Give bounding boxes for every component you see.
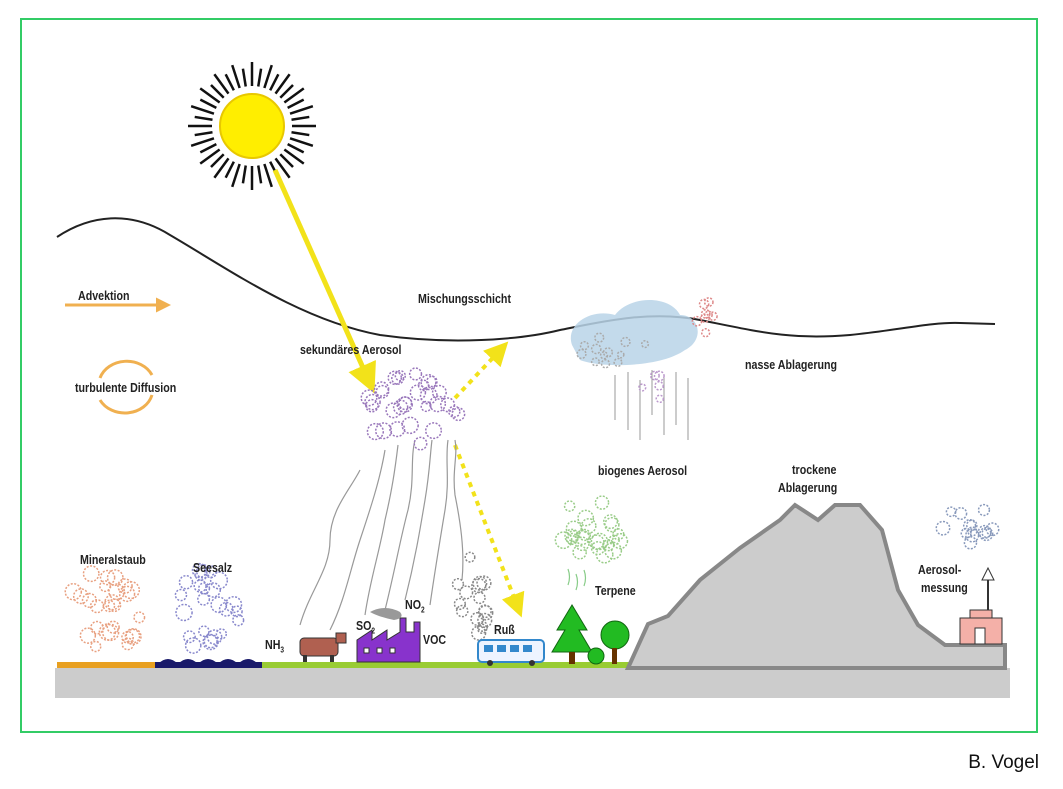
grass-strip [262, 662, 642, 668]
cloud-aerosol-red [691, 297, 718, 338]
mineral-dust-cluster [64, 565, 146, 653]
turbulent-diffusion-icon [98, 359, 154, 415]
cloud-icon [570, 300, 698, 366]
biogenic-aerosol-cluster [554, 495, 629, 564]
label-trockene: trockene [792, 462, 837, 477]
sea-strip [155, 662, 265, 668]
credit-text: B. Vogel [968, 752, 1039, 773]
bus-icon [477, 639, 545, 666]
factory-icon [356, 617, 421, 663]
diagram-frame [20, 18, 1038, 733]
label-terpene: Terpene [595, 583, 636, 598]
desert-strip [57, 662, 157, 668]
ground [55, 668, 1010, 698]
sea-salt-cluster [174, 562, 245, 654]
sunlight-arrow [272, 168, 376, 394]
cloud-aerosol-grey [576, 332, 650, 369]
measurement-station-icon [959, 566, 1003, 645]
sea-waves [158, 659, 258, 664]
label-advektion: Advektion [78, 288, 130, 303]
sun-icon [188, 62, 316, 190]
label-nh3: NH3 [265, 637, 285, 655]
pine-tree-icon [551, 604, 593, 664]
label-messung: messung [921, 580, 968, 595]
emission-plumes [299, 439, 464, 631]
label-biogenes-aerosol: biogenes Aerosol [598, 463, 688, 478]
mixing-layer-line [56, 217, 996, 342]
label-so2: SO2 [356, 618, 376, 636]
label-turbulente-diffusion: turbulente Diffusion [75, 380, 177, 395]
measured-aerosol-cluster [935, 503, 1000, 550]
downward-transport-arrow [453, 444, 525, 618]
soot-cluster [451, 551, 494, 641]
label-voc: VOC [423, 632, 447, 647]
terpene-emissions [567, 568, 587, 591]
deciduous-tree-icon [587, 620, 630, 665]
label-sekundaeres-aerosol: sekundäres Aerosol [300, 342, 402, 357]
mountain [624, 502, 1007, 670]
rain-streaks [614, 370, 689, 440]
factory-smoke [370, 608, 402, 620]
secondary-aerosol-cluster [360, 367, 466, 451]
label-seesalz: Seesalz [193, 560, 233, 575]
label-mischungsschicht: Mischungsschicht [418, 291, 512, 306]
cow-icon [299, 632, 347, 662]
label-mineralstaub: Mineralstaub [80, 552, 146, 567]
label-ablagerung: Ablagerung [778, 480, 838, 495]
rain-aerosol [638, 370, 665, 404]
label-russ: Ruß [494, 622, 515, 637]
label-no2: NO2 [405, 597, 425, 615]
label-nasse-ablagerung: nasse Ablagerung [745, 357, 838, 372]
upward-transport-arrow [453, 341, 509, 400]
label-aerosol: Aerosol- [918, 562, 962, 577]
